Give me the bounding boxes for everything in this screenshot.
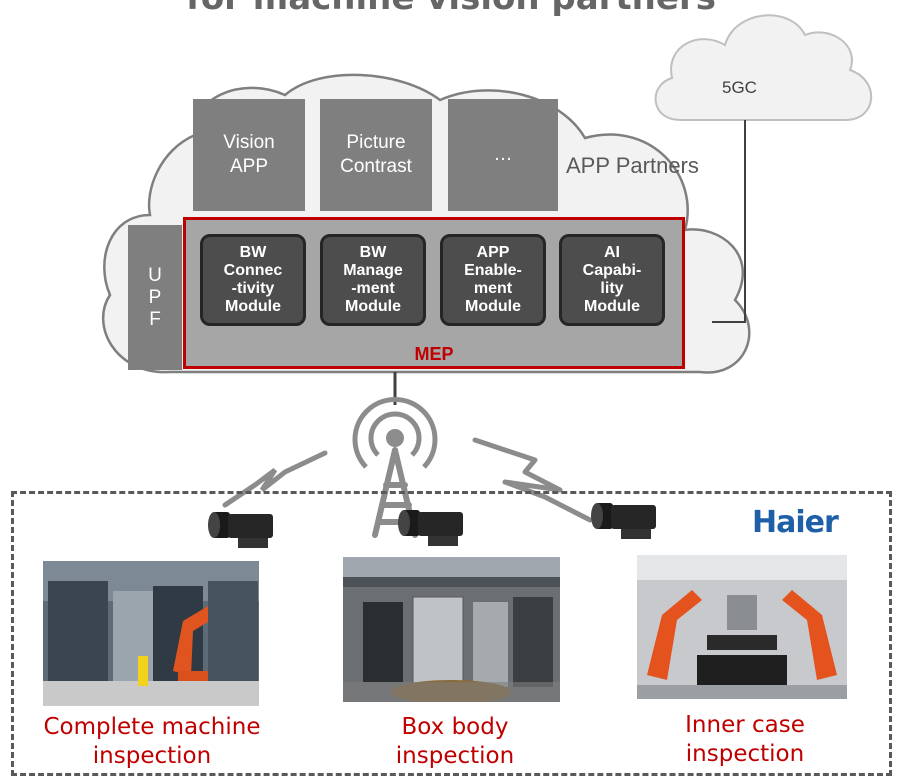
caption-complete-machine: Complete machine inspection	[43, 714, 261, 769]
mep-label: MEP	[414, 344, 454, 364]
module-app-enablement: APP Enable- ment Module	[440, 234, 546, 326]
app-partners-label: APP Partners	[566, 153, 699, 178]
module-label: AI Capabi- lity Module	[582, 244, 642, 315]
factory-boundary	[11, 491, 892, 776]
module-label: BW Connec -tivity Module	[223, 244, 283, 315]
lightning-link-icon	[222, 450, 328, 508]
mep-box: BW Connec -tivity Module BW Manage -ment…	[183, 217, 685, 369]
caption-box-body: Box body inspection	[395, 714, 515, 769]
app-box-vision: Vision APP	[193, 99, 305, 211]
photo-illustration	[343, 557, 560, 702]
app-box-more: …	[448, 99, 558, 211]
module-label: BW Manage -ment Module	[343, 244, 403, 315]
module-bw-connectivity: BW Connec -tivity Module	[200, 234, 306, 326]
app-box-label: …	[493, 144, 513, 165]
module-ai-capability: AI Capabi- lity Module	[559, 234, 665, 326]
camera-icon	[591, 503, 656, 539]
box-body-photo	[343, 557, 560, 702]
haier-logo: Haier	[752, 505, 839, 540]
core-to-mep-link	[712, 120, 746, 323]
inner-case-photo	[637, 555, 847, 699]
core-network-label: 5GC	[722, 78, 757, 97]
diagram-title: for machine vision partners	[0, 0, 902, 18]
module-bw-management: BW Manage -ment Module	[320, 234, 426, 326]
camera-icon	[398, 510, 463, 546]
app-box-label: Picture Contrast	[340, 132, 412, 177]
upf-label: U P F	[148, 264, 162, 330]
core-cloud-shape	[654, 14, 873, 121]
caption-inner-case: Inner case inspection	[685, 712, 805, 767]
photo-illustration	[43, 561, 259, 706]
upf-box: U P F	[128, 225, 182, 370]
module-label: APP Enable- ment Module	[464, 244, 522, 315]
lightning-link-icon	[472, 437, 593, 523]
app-box-label: Vision APP	[223, 132, 275, 177]
photo-illustration	[637, 555, 847, 699]
complete-machine-photo	[43, 561, 259, 706]
app-box-picture-contrast: Picture Contrast	[320, 99, 432, 211]
camera-icon	[208, 512, 273, 548]
